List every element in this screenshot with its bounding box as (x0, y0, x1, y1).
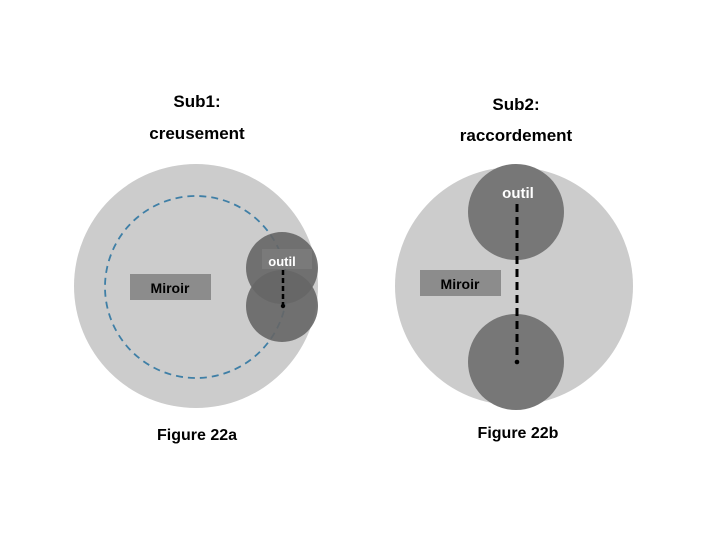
left-title-line1: Sub1: (173, 92, 221, 111)
right-title-line2: raccordement (459, 126, 573, 145)
left-caption: Figure 22a (156, 427, 238, 444)
right-title-line1: Sub2: (492, 95, 540, 114)
tool-label-right: outil (502, 185, 534, 202)
tool-center-right (514, 359, 520, 365)
right-caption: Figure 22b (477, 425, 559, 442)
left-title-line2: creusement (149, 124, 245, 143)
mirror-label-box-left (130, 274, 211, 300)
figure-22a: Miroir outil (74, 164, 318, 408)
tool-label-left: outil (268, 254, 295, 269)
mirror-disc-right (395, 167, 633, 405)
mirror-label-right: Miroir (441, 276, 480, 292)
mirror-label-box-right (420, 270, 501, 296)
tool-label-box-left (262, 249, 312, 269)
tool-center-left (280, 303, 286, 309)
figure-22b: Miroir outil (395, 164, 633, 410)
mirror-label-left: Miroir (151, 280, 190, 296)
